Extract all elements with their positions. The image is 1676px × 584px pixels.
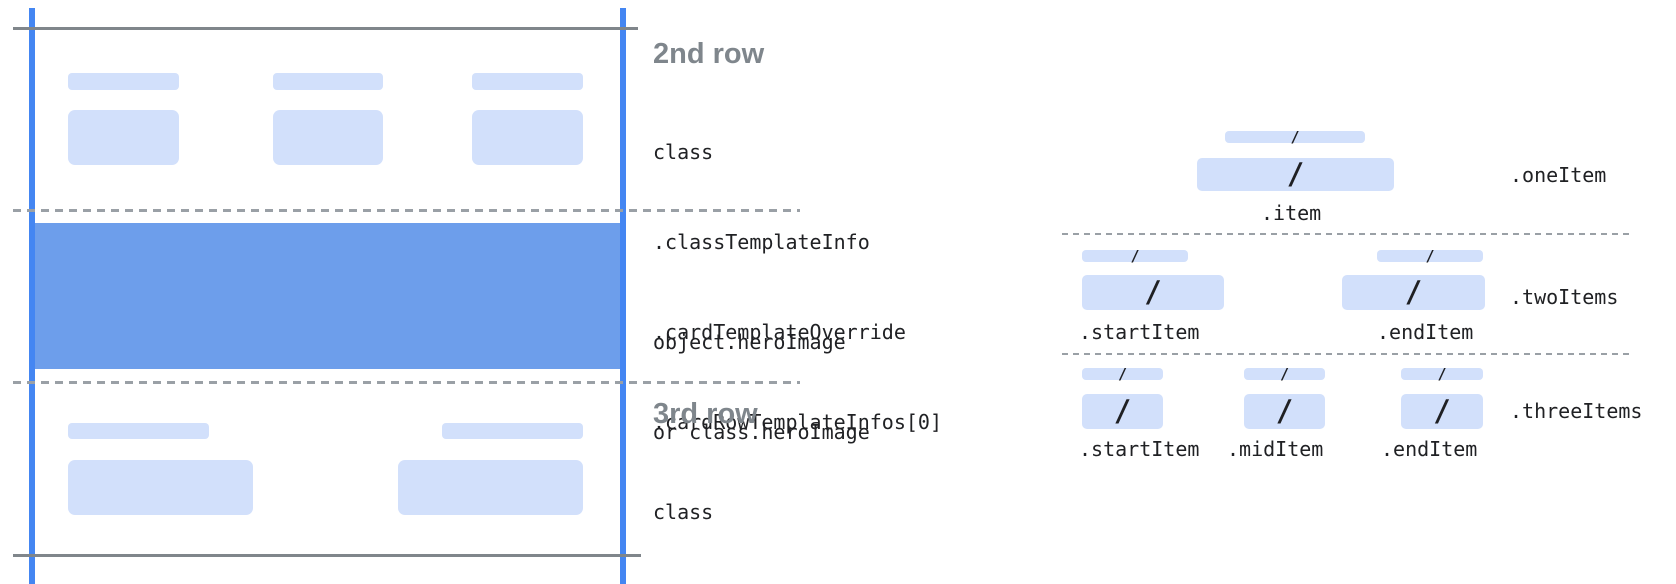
hero-image-band [35,223,620,369]
slash-icon: / [1275,394,1294,428]
item-row-separator-dashed-2 [1062,353,1630,355]
item-row-separator-dashed-1 [1062,233,1630,235]
row-separator-dashed-bottom [13,381,800,384]
threeitems-mid-value-bar: / [1244,394,1325,429]
twoitems-end-label: .endItem [1377,320,1474,344]
row3-group2-value-placeholder [398,460,583,515]
threeitems-end-label: .endItem [1381,437,1478,461]
row2-group1-label-placeholder [68,73,179,90]
row3-code-line-1: class [653,500,714,524]
card-right-guide-line [620,8,626,584]
slash-icon: / [1404,275,1423,309]
row2-group2-label-placeholder [273,73,383,90]
slash-icon: / [1279,365,1290,383]
row3-group2-label-placeholder [442,423,583,439]
hero-code-block: object.heroImage or class.heroImage [653,267,870,507]
row3-group1-value-placeholder [68,460,253,515]
hero-code-line-2: or class.heroImage [653,420,870,444]
row2-code-block: class .classTemplateInfo .cardTemplateOv… [653,77,942,497]
twoitems-end-value-bar: / [1342,275,1485,310]
row3-code-block: class .classTemplateInfo .cardTemplateOv… [653,437,942,584]
row2-group3-label-placeholder [472,73,583,90]
row2-code-line-4: .cardRowTemplateInfos[0] [653,410,942,434]
slash-icon: / [1113,394,1132,428]
row2-group2-value-placeholder [273,110,383,165]
oneitem-item-label-bar: / [1225,128,1365,146]
threeitems-end-label-bar: / [1401,365,1483,383]
card-bottom-border-line [13,554,641,557]
row-separator-dashed-top [13,209,800,212]
row2-code-line-3: .cardTemplateOverride [653,320,906,344]
row3-group1-label-placeholder [68,423,209,439]
twoitems-end-label-bar: / [1377,247,1483,265]
oneitem-caption: .oneItem [1510,163,1607,187]
twoitems-start-value-bar: / [1082,275,1224,310]
threeitems-end-value-bar: / [1401,394,1483,429]
row2-code-line-2: .classTemplateInfo [653,230,870,254]
oneitem-item-label: .item [1261,201,1322,225]
row3-heading: 3rd row [653,398,758,430]
threeitems-caption: .threeItems [1510,399,1643,423]
hero-code-line-1: object.heroImage [653,330,846,354]
threeitems-mid-label: .midItem [1227,437,1324,461]
slash-icon: / [1425,247,1435,265]
slash-icon: / [1144,275,1162,309]
twoitems-start-label: .startItem [1079,320,1200,344]
slash-icon: / [1286,157,1305,191]
threeitems-start-value-bar: / [1082,394,1163,429]
threeitems-start-label: .startItem [1079,437,1200,461]
slash-icon: / [1117,365,1128,383]
row2-group3-value-placeholder [472,110,583,165]
card-left-guide-line [29,8,35,584]
twoitems-caption: .twoItems [1510,285,1619,309]
row2-group1-value-placeholder [68,110,179,165]
twoitems-start-label-bar: / [1082,247,1188,265]
row2-code-line-1: class [653,140,714,164]
row2-heading: 2nd row [653,38,765,70]
slash-icon: / [1437,365,1447,383]
card-top-border-line [13,27,638,30]
slash-icon: / [1130,247,1140,265]
oneitem-item-value-bar: / [1197,158,1394,191]
threeitems-start-label-bar: / [1082,365,1163,383]
slash-icon: / [1290,128,1300,146]
slash-icon: / [1433,394,1451,428]
threeitems-mid-label-bar: / [1244,365,1325,383]
